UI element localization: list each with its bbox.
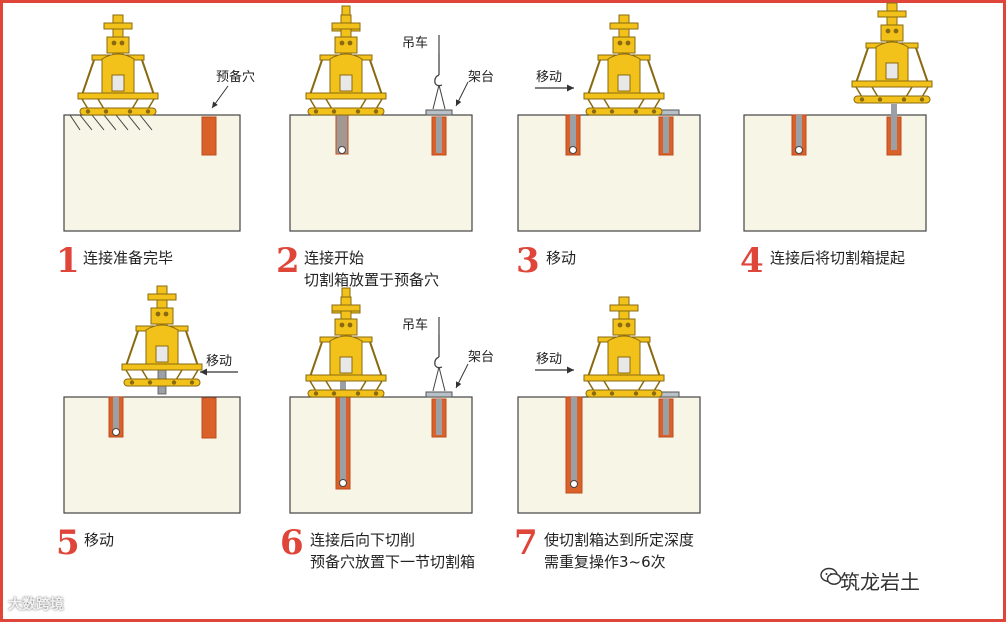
watermark-left: 大数跨境 <box>8 594 64 614</box>
step-number-2: 2 <box>276 244 300 278</box>
label-move-3: 移动 <box>536 66 562 85</box>
step-caption-5-line-1: 移动 <box>84 530 114 550</box>
label-crane-2: 吊车 <box>402 32 428 51</box>
panel-1-preparation-pit <box>202 117 216 155</box>
step-number-5: 5 <box>56 526 80 560</box>
step-caption-6-line-1: 连接后向下切削 <box>310 530 415 550</box>
label-move-5: 移动 <box>206 350 232 369</box>
label-preparation-pit: 预备穴 <box>216 66 255 85</box>
step-number-4: 4 <box>740 244 764 278</box>
step-caption-3-line-1: 移动 <box>546 248 576 268</box>
step-caption-7-line-2: 需重复操作3~6次 <box>544 552 666 572</box>
step-number-3: 3 <box>516 244 540 278</box>
step-caption-4-line-1: 连接后将切割箱提起 <box>770 248 905 268</box>
step-caption-7-line-1: 使切割箱达到所定深度 <box>544 530 694 550</box>
step-number-6: 6 <box>280 526 304 560</box>
step-number-1: 1 <box>56 244 80 278</box>
panel-7-machine <box>584 297 664 397</box>
panel-4-machine <box>852 3 932 103</box>
step-caption-6-line-2: 预备穴放置下一节切割箱 <box>310 552 475 572</box>
step-caption-2-line-1: 连接开始 <box>304 248 364 268</box>
label-move-7: 移动 <box>536 348 562 367</box>
label-crane-6: 吊车 <box>402 314 428 333</box>
panel-2-machine <box>306 15 386 115</box>
watermark-right: 筑龙岩土 <box>840 566 920 595</box>
step-number-7: 7 <box>514 526 538 560</box>
step-caption-2-line-2: 切割箱放置于预备穴 <box>304 270 439 290</box>
label-stand-6: 架台 <box>468 346 494 365</box>
panel-3-machine <box>584 15 664 115</box>
step-caption-1-line-1: 连接准备完毕 <box>83 248 173 268</box>
panel-1-machine <box>78 15 158 115</box>
wechat-icon <box>820 566 842 588</box>
label-stand-2: 架台 <box>468 66 494 85</box>
